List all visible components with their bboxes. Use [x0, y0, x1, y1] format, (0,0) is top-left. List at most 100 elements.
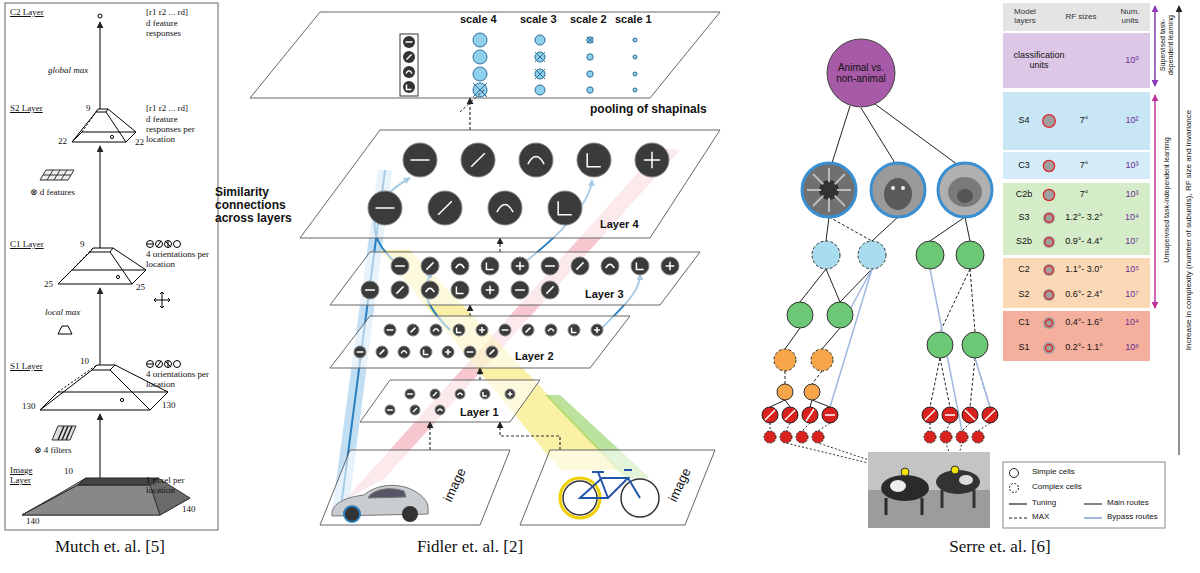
annotation: 9 — [80, 240, 85, 250]
plane-shape-part — [438, 201, 452, 215]
plane-shape-part — [385, 405, 395, 415]
serre-network-part — [871, 163, 925, 217]
plane-shape-part — [250, 12, 720, 98]
layer-plane: Layer 1 — [360, 380, 540, 422]
annotation: ⊗ d features — [30, 188, 75, 198]
rf-icon — [1041, 113, 1057, 129]
legend-swatch-part — [1009, 503, 1027, 504]
table-cell: 1.1°- 3.0° — [1059, 265, 1109, 275]
rf-icon — [1041, 187, 1057, 203]
rf-icon-part — [1043, 289, 1055, 301]
plane-shape-part — [546, 286, 553, 293]
serre-network-part-part — [796, 431, 808, 443]
plane-shape-part — [473, 33, 487, 47]
plane-shape-part — [402, 506, 418, 522]
plane-shape-part — [406, 71, 412, 74]
rf-icon — [1041, 287, 1057, 303]
mutch-panel-part-part — [147, 241, 171, 247]
plane-shape-part — [413, 408, 417, 412]
plane-shape-part — [438, 409, 443, 411]
legend-swatch-part — [1010, 469, 1019, 478]
unit-count: 10⁰ — [1115, 56, 1149, 66]
mutch-panel-part — [58, 248, 146, 284]
plane-shape-part — [545, 265, 555, 267]
serre-network-part — [930, 358, 990, 407]
rf-icon-part — [1046, 320, 1053, 327]
table-cell: 7° — [1059, 161, 1109, 171]
annotation: Similarity connections across layers — [215, 186, 300, 226]
mutch-panel-part — [100, 414, 101, 478]
table-row: C37°10³ — [1003, 152, 1150, 179]
plane-shape-part — [407, 324, 419, 336]
plane-shape-part — [473, 50, 487, 64]
circle-outline — [827, 39, 895, 107]
serre-network-part — [812, 241, 840, 269]
plane-shape-part — [395, 265, 405, 267]
plane-shape-part — [545, 324, 557, 336]
plane-shape-part — [426, 262, 433, 269]
serre-network-part — [765, 409, 995, 421]
plane-shape-part — [666, 262, 675, 271]
serre-network-part-part — [972, 431, 984, 443]
plane-shape-part — [528, 157, 544, 164]
plane-shape-part — [636, 262, 643, 269]
plane-shape-part — [406, 41, 413, 43]
plane-shape-part — [330, 316, 630, 368]
serre-network-part — [826, 217, 970, 241]
legend-swatch — [1008, 512, 1028, 524]
plane-shape-part — [420, 346, 432, 358]
table-row: C2b7°10³ — [1003, 183, 1150, 206]
rf-icon-part — [1043, 160, 1055, 172]
annotation: 22 — [135, 138, 144, 148]
serre-network-part — [957, 189, 973, 203]
plane-shape-part — [661, 257, 679, 275]
plane-shape-part — [430, 389, 440, 399]
table-cell: 0.2°- 1.1° — [1059, 343, 1109, 353]
rf-icon-part — [1045, 266, 1053, 274]
annotation: pooling of shapinals — [590, 103, 707, 116]
annotation: 4 orientations per location — [146, 250, 210, 270]
annotation: 140 — [26, 517, 40, 527]
serre-network-part — [942, 490, 974, 508]
serre-network-part — [830, 269, 990, 431]
rf-icon-part — [1043, 264, 1055, 276]
serre-network-part — [774, 349, 796, 371]
rf-icon-part — [1043, 236, 1055, 248]
plane-shape-part — [535, 69, 545, 79]
plane-label: scale 1 — [615, 13, 652, 25]
mutch-panel — [5, 3, 218, 530]
plane-shape-part — [519, 143, 553, 177]
legend-label: Complex cells — [1032, 483, 1082, 492]
plane-label: Layer 1 — [460, 406, 499, 418]
feed-arrow — [469, 98, 470, 130]
unit-count: 10⁵ — [1115, 265, 1149, 275]
plane-shape-part — [548, 191, 582, 225]
plane-shape-part — [587, 37, 593, 43]
plane-shape-part — [456, 264, 465, 268]
plane-shape-part — [426, 288, 435, 292]
serre-brackets — [1003, 6, 1179, 528]
plane-shape-part — [451, 257, 469, 275]
serre-network-part — [948, 177, 982, 207]
plane-shape-part — [535, 35, 545, 45]
plane-shape-part — [520, 450, 715, 525]
feed-arrow — [469, 305, 470, 316]
mutch-panel-part-part — [174, 241, 181, 248]
plane-shape-part — [375, 207, 394, 209]
plane-shape-part — [633, 88, 637, 92]
unit-count: 10⁴ — [1115, 318, 1149, 328]
table-row: S10.2°- 1.1°10⁶ — [1003, 335, 1150, 361]
unit-count: 10³ — [1115, 161, 1149, 171]
legend-swatch — [1008, 467, 1028, 479]
table-row: C21.1°- 3.0°10⁵ — [1003, 258, 1150, 282]
panel-caption: Mutch et. al. [5] — [55, 538, 165, 557]
mutch-panel-part — [154, 292, 170, 308]
plane-shape-part — [502, 329, 509, 331]
annotation: global max — [48, 66, 88, 76]
serre-network-part — [962, 332, 988, 358]
plane-shape-part — [403, 51, 415, 63]
table-cell: 0.9°- 4.4° — [1059, 237, 1109, 247]
rf-icon-part — [1043, 189, 1055, 201]
table-cell: C2b — [1009, 190, 1039, 200]
annotation: 130 — [162, 401, 176, 411]
